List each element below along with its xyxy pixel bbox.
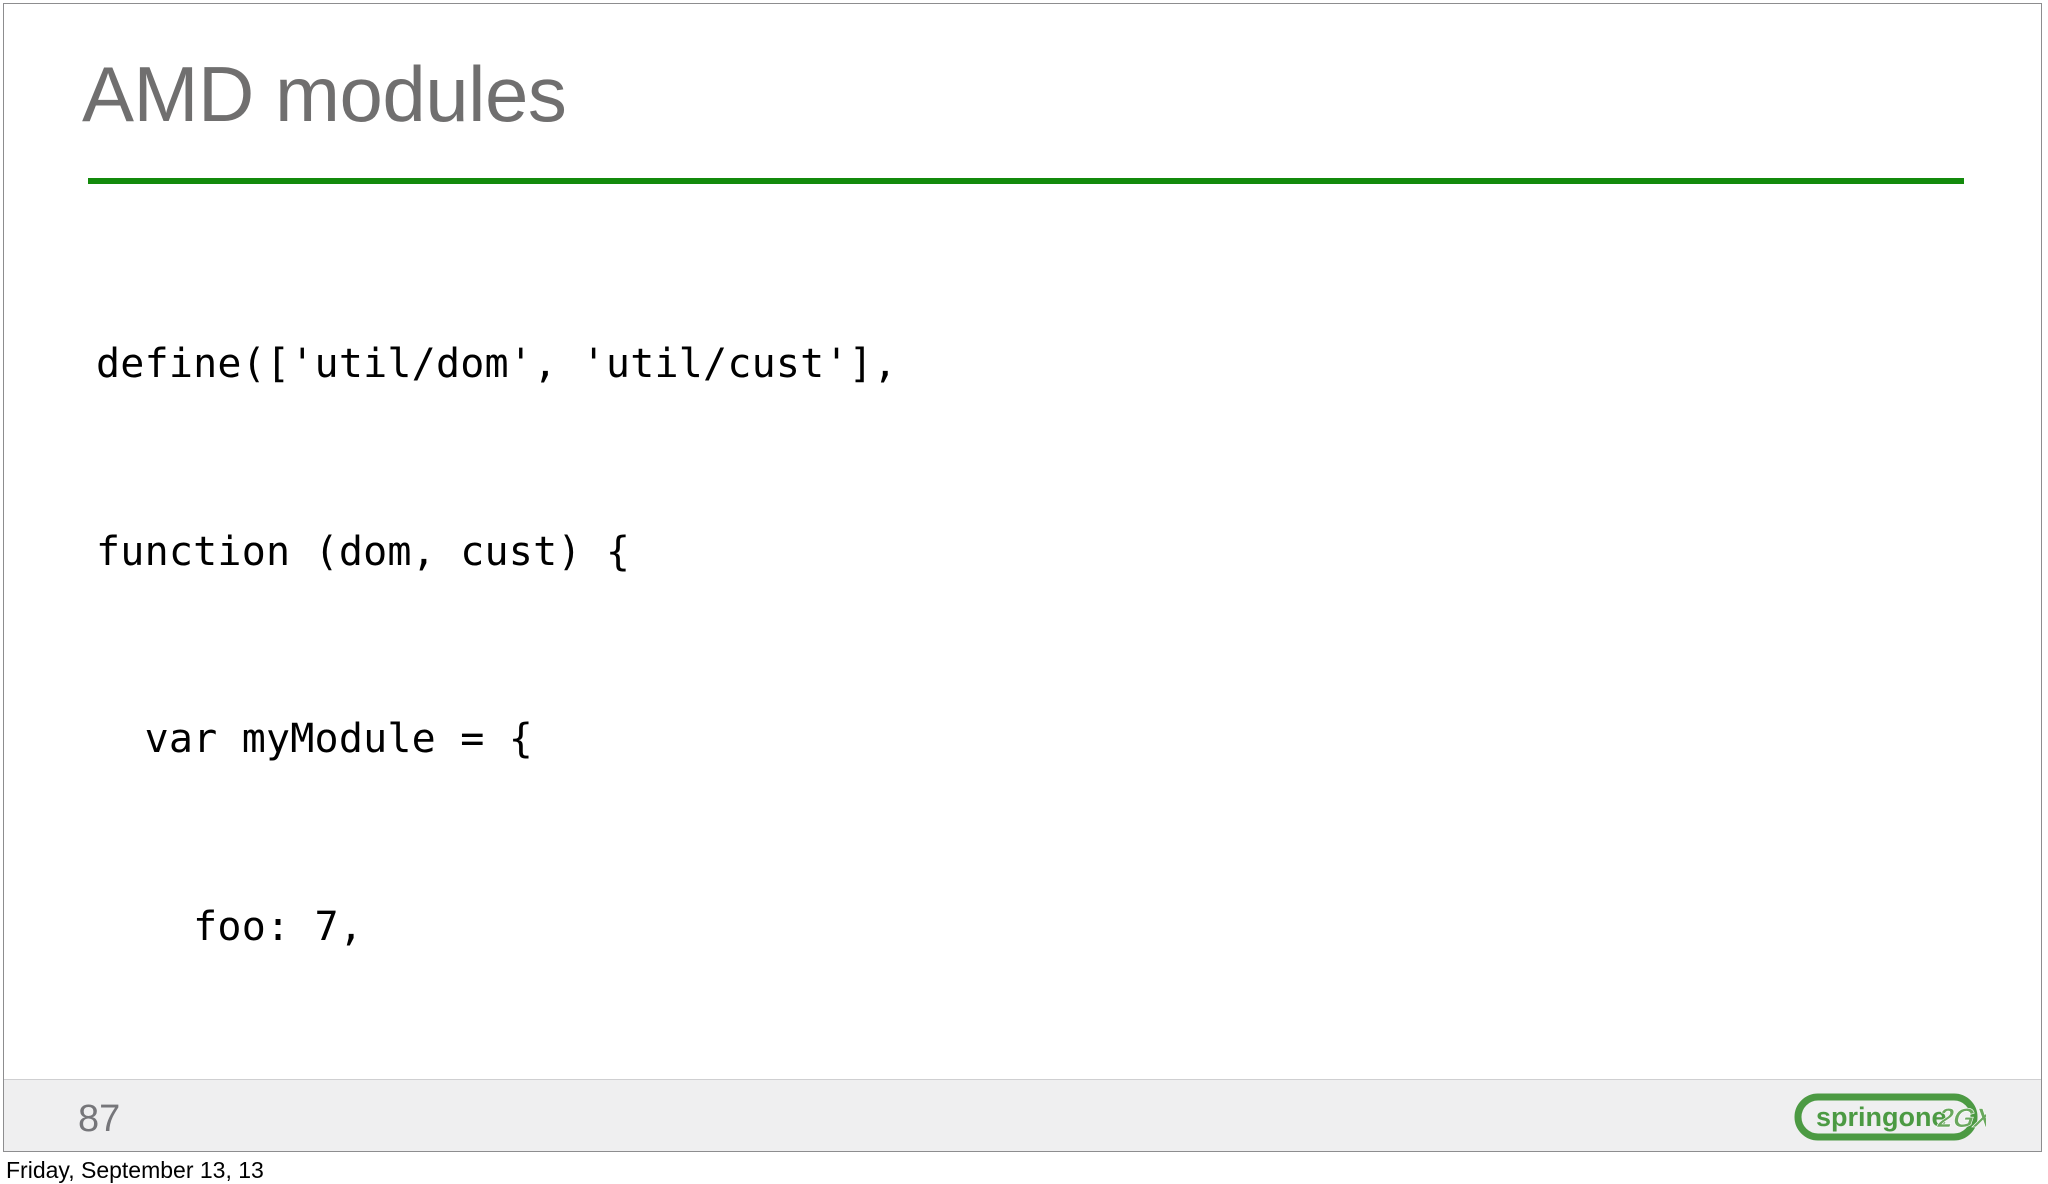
slide-footer [4,1079,2041,1151]
code-line: define(['util/dom', 'util/cust'], [96,341,898,387]
code-line: function (dom, cust) { [96,528,631,575]
svg-text:2GX: 2GX [1935,1102,1986,1133]
code-line: var myModule = { [96,716,534,762]
code-block: define(['util/dom', 'util/cust'], functi… [96,208,1996,1151]
page-title: AMD modules [82,50,567,138]
title-divider [88,178,1964,184]
date-caption: Friday, September 13, 13 [6,1157,264,1183]
page-number: 87 [78,1098,121,1140]
springone-2gx-logo-icon: springone 2GX [1794,1092,1986,1142]
svg-text:springone: springone [1816,1102,1947,1132]
slide-canvas: AMD modules define(['util/dom', 'util/cu… [3,3,2042,1152]
code-line: foo: 7, [96,903,364,950]
